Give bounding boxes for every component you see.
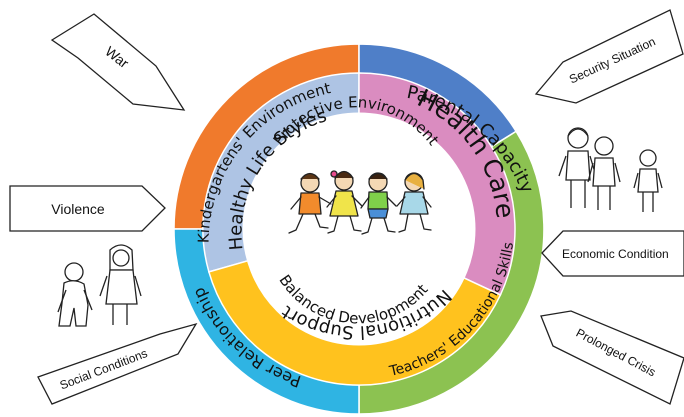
sketch-figure [633,149,663,212]
arrow-violence: Violence [9,185,166,232]
inner-circle [242,112,476,346]
child-figure [326,170,363,234]
child-figure [288,172,332,234]
arrow-crisis: Prolonged Crisis [540,310,684,405]
arrow-war: War [50,13,186,111]
arrow-economic: Economic Condition [541,230,684,277]
sketch-figure [558,127,597,208]
arrow-security: Security Situation [534,9,684,104]
sketch-figures-left [57,244,142,327]
sketch-figure [99,244,142,325]
sketch-figures-right [558,127,663,212]
child-figure [396,172,432,233]
sketch-figure [57,262,93,327]
arrow-label-violence: Violence [51,201,105,217]
children-illustration [288,170,432,235]
sketch-figure [587,136,621,210]
child-figure [360,172,397,235]
arrow-social: Social Conditions [37,322,198,405]
arrow-label-economic: Economic Condition [562,247,669,261]
